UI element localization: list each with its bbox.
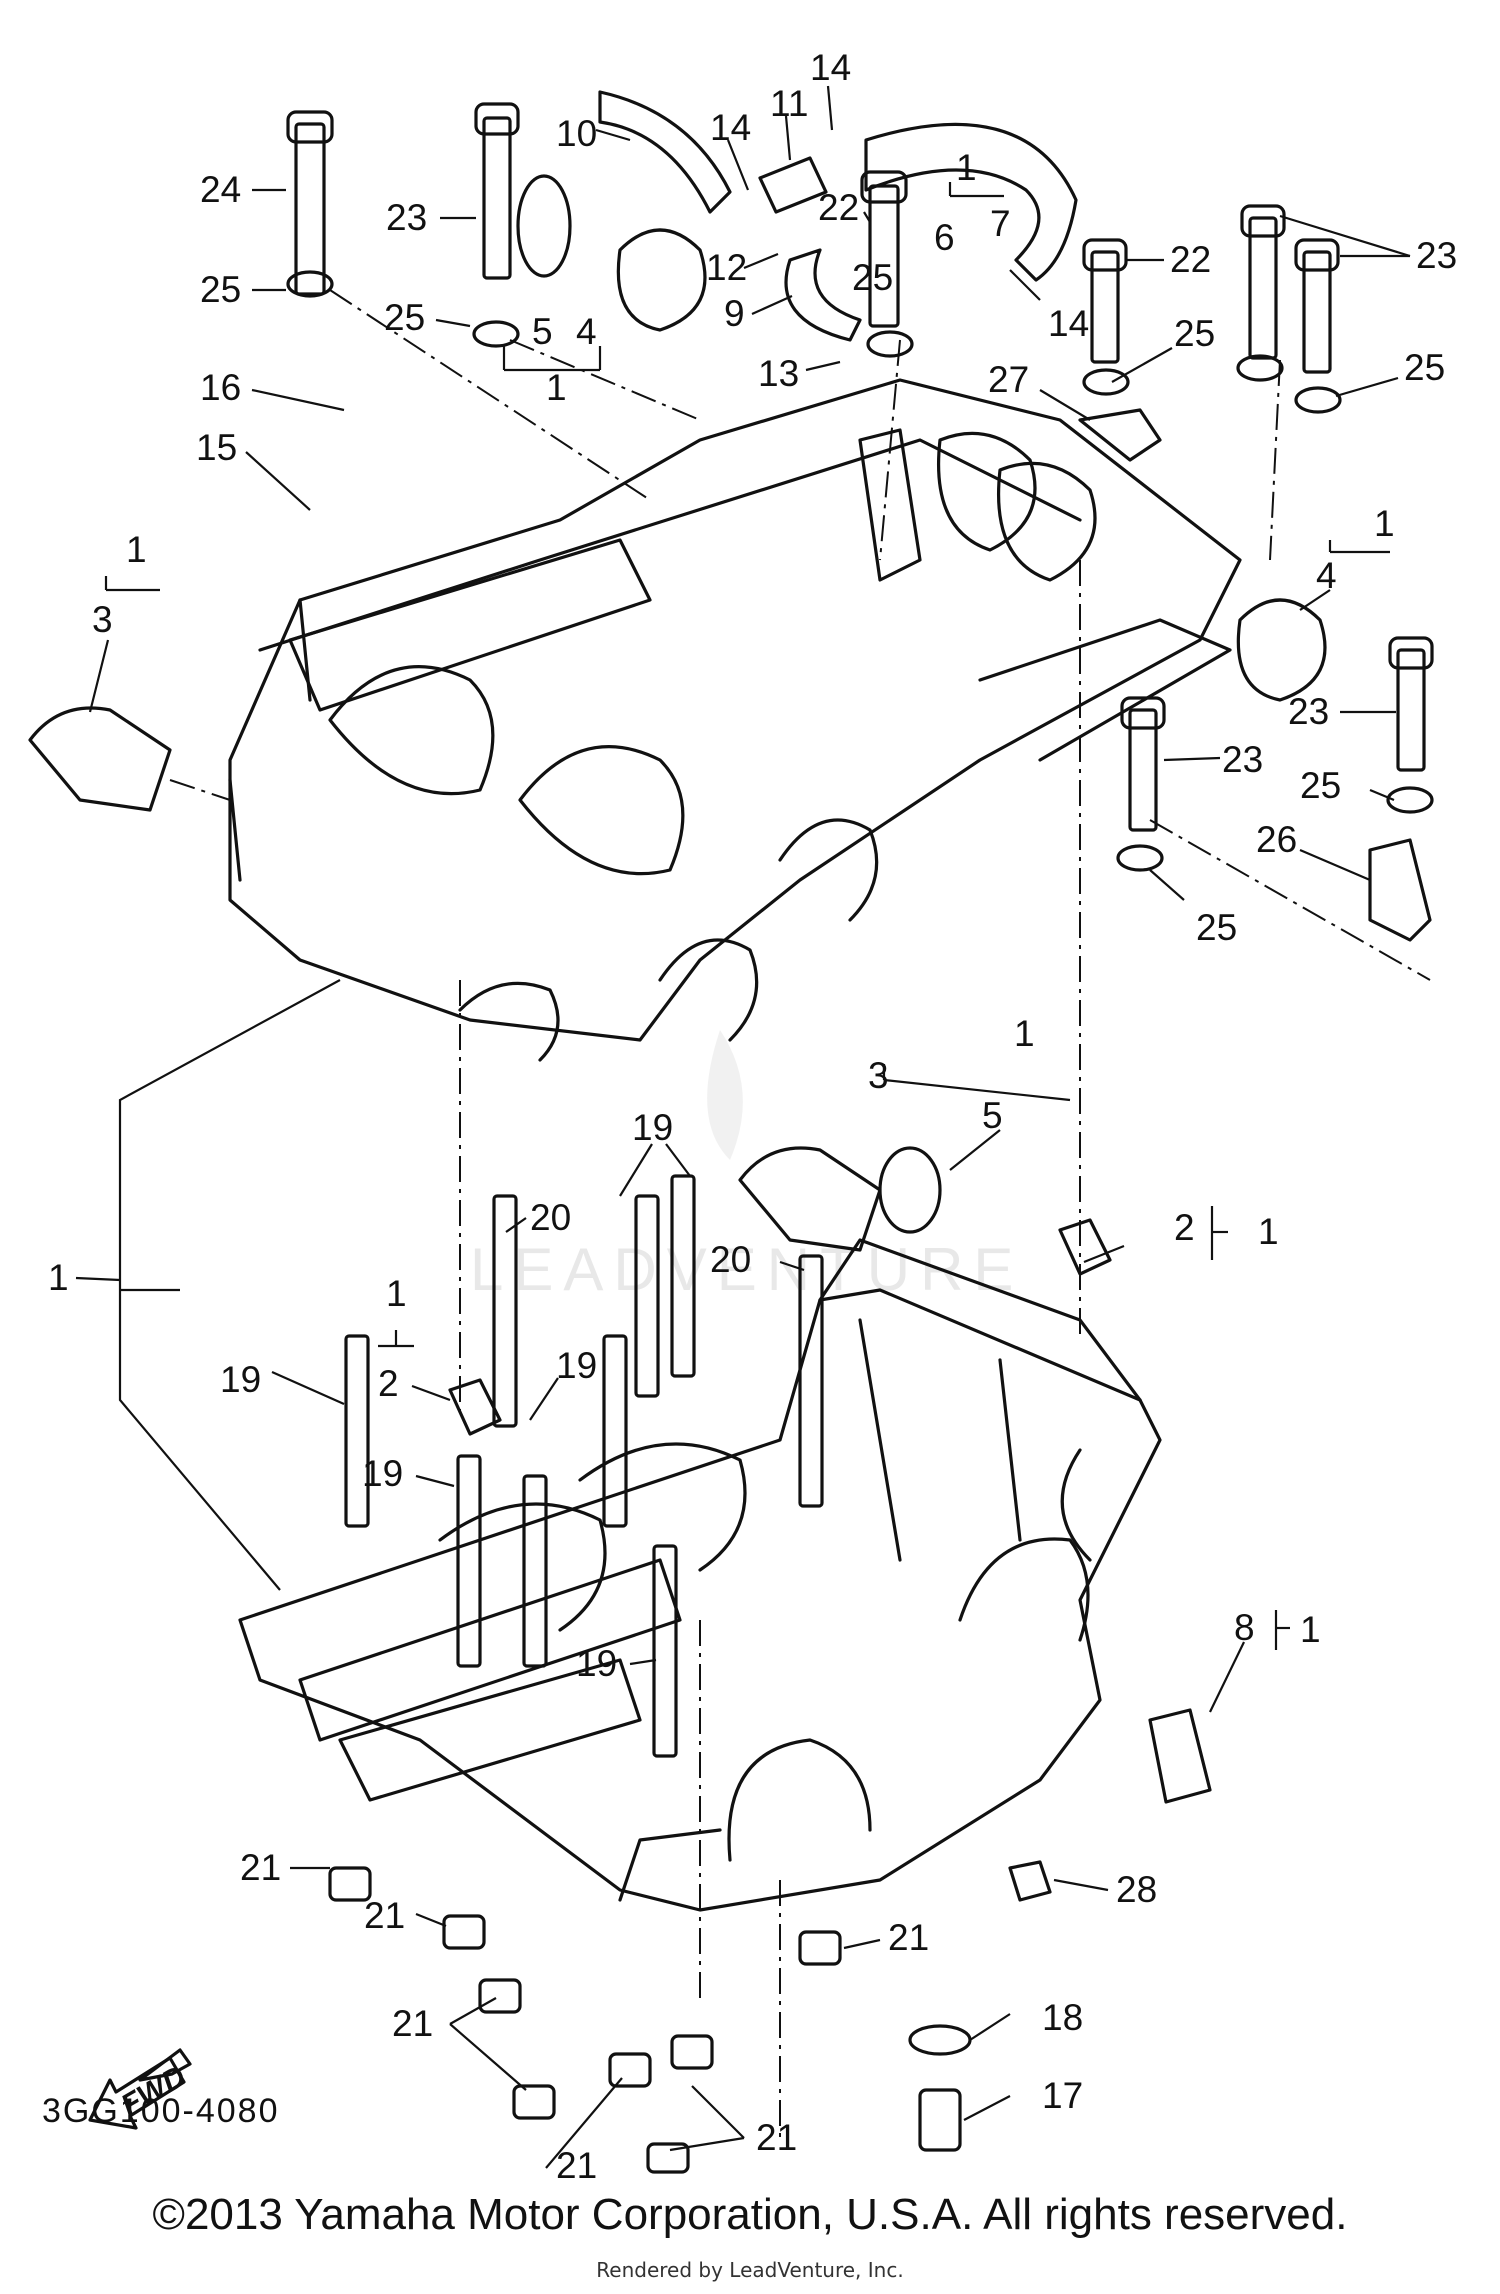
- callout-19: 19: [362, 1453, 403, 1494]
- callout-22: 22: [1170, 239, 1211, 280]
- exploded-parts-diagram: LEADVENTURE: [28, 47, 1457, 2180]
- callout-1: 1: [1374, 503, 1395, 544]
- callout-20: 20: [530, 1197, 571, 1238]
- callout-1: 1: [1300, 1609, 1321, 1650]
- callout-23: 23: [1416, 235, 1457, 276]
- callout-21: 21: [392, 2003, 433, 2044]
- callout-21: 21: [240, 1847, 281, 1888]
- callout-22: 22: [818, 187, 859, 228]
- callout-labels: 24 23 25 25 5 4 1 10 14 11 14 22 12 9 25…: [48, 47, 1457, 2180]
- callout-1: 1: [1258, 1211, 1279, 1252]
- callout-1: 1: [1014, 1013, 1035, 1054]
- lower-crankcase: [238, 1238, 1162, 1912]
- bolts-studs: [286, 102, 1434, 1758]
- callout-25: 25: [1300, 765, 1341, 806]
- callout-21: 21: [364, 1895, 405, 1936]
- callout-24: 24: [200, 169, 241, 210]
- callout-18: 18: [1042, 1997, 1083, 2038]
- callout-25: 25: [1404, 347, 1445, 388]
- callout-17: 17: [1042, 2075, 1083, 2116]
- callout-7: 7: [990, 203, 1011, 244]
- callout-23: 23: [1288, 691, 1329, 732]
- upper-crankcase: [228, 378, 1242, 1062]
- callout-9: 9: [724, 293, 745, 334]
- callout-23: 23: [1222, 739, 1263, 780]
- callout-1: 1: [126, 529, 147, 570]
- watermark-logo: [707, 1030, 743, 1160]
- callout-19: 19: [220, 1359, 261, 1400]
- callout-20: 20: [710, 1239, 751, 1280]
- callout-1: 1: [48, 1257, 69, 1298]
- small-parts: [28, 174, 1434, 2174]
- callout-11: 11: [770, 83, 808, 124]
- callout-14: 14: [710, 107, 751, 148]
- callout-25: 25: [1196, 907, 1237, 948]
- callout-21: 21: [556, 2145, 597, 2180]
- rendered-by-notice: Rendered by LeadVenture, Inc.: [596, 2258, 904, 2282]
- callout-13: 13: [758, 353, 799, 394]
- callout-15: 15: [196, 427, 237, 468]
- callout-21: 21: [888, 1917, 929, 1958]
- callout-25: 25: [200, 269, 241, 310]
- callout-6: 6: [934, 217, 955, 258]
- callout-26: 26: [1256, 819, 1297, 860]
- callout-25: 25: [852, 257, 893, 298]
- callout-5: 5: [532, 311, 553, 352]
- copyright-notice: ©2013 Yamaha Motor Corporation, U.S.A. A…: [152, 2190, 1348, 2239]
- callout-23: 23: [386, 197, 427, 238]
- callout-27: 27: [988, 359, 1029, 400]
- callout-16: 16: [200, 367, 241, 408]
- callout-8: 8: [1234, 1607, 1255, 1648]
- callout-12: 12: [706, 247, 747, 288]
- diagram-code: 3GG100-4080: [42, 2092, 280, 2130]
- alignment-lines: [169, 289, 1431, 2140]
- callout-2: 2: [378, 1363, 399, 1404]
- callout-14: 14: [1048, 303, 1089, 344]
- callout-4: 4: [1316, 555, 1337, 596]
- callout-19: 19: [576, 1643, 617, 1684]
- callout-28: 28: [1116, 1869, 1157, 1910]
- callout-25: 25: [384, 297, 425, 338]
- callout-19: 19: [556, 1345, 597, 1386]
- callout-3: 3: [868, 1055, 889, 1096]
- callout-1: 1: [386, 1273, 407, 1314]
- callout-2: 2: [1174, 1207, 1195, 1248]
- callout-4: 4: [576, 311, 597, 352]
- watermark-text: LEADVENTURE: [470, 1236, 1023, 1303]
- callout-25: 25: [1174, 313, 1215, 354]
- callout-1: 1: [546, 367, 567, 408]
- callout-1: 1: [956, 147, 977, 188]
- callout-3: 3: [92, 599, 113, 640]
- callout-10: 10: [556, 113, 597, 154]
- assembly-bracket: [118, 979, 341, 1591]
- callout-14: 14: [810, 47, 851, 88]
- callout-5: 5: [982, 1095, 1003, 1136]
- hoses: [598, 90, 1078, 342]
- callout-19: 19: [632, 1107, 673, 1148]
- callout-21: 21: [756, 2117, 797, 2158]
